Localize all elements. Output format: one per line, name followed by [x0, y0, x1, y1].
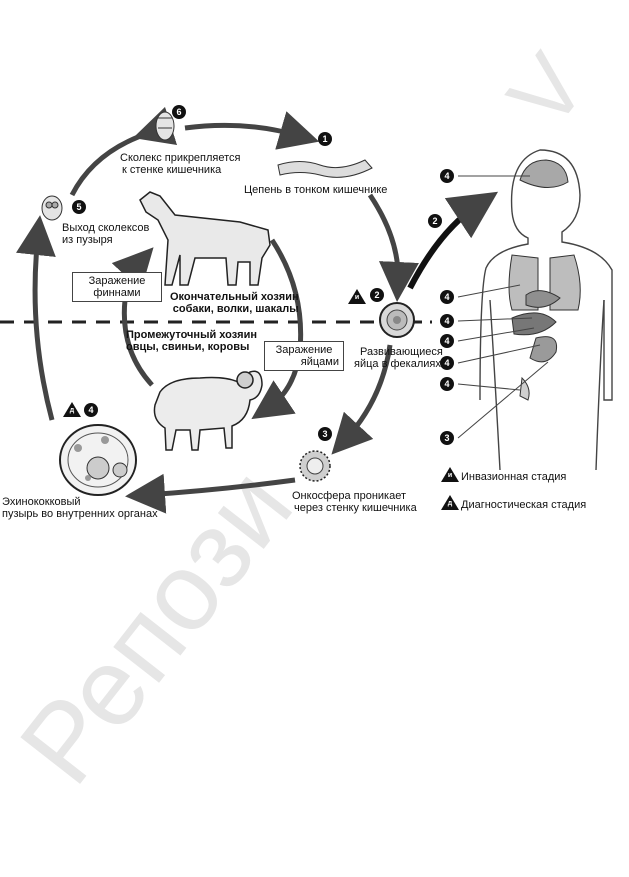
organ-badge-bone: 4 — [440, 377, 454, 391]
tapeworm-illustration — [278, 160, 372, 177]
organ-badge-lung: 4 — [440, 290, 454, 304]
stage-1-badge: 1 — [318, 132, 332, 146]
human-body-illustration — [480, 150, 612, 470]
arrow-3-to-4 — [145, 480, 295, 495]
arrow-6-to-1 — [185, 125, 300, 136]
liver-organ — [512, 313, 556, 335]
stage-4-badge: 4 — [84, 403, 98, 417]
egg-illustration — [380, 303, 414, 337]
arrow-to-human — [410, 205, 478, 288]
invasive-stage-marker: и — [348, 289, 366, 304]
arrow-inner-right — [268, 240, 301, 408]
diagnostic-stage-marker: д — [63, 402, 81, 417]
hydatid-cyst-illustration — [60, 425, 136, 495]
oncosphere-illustration — [300, 451, 330, 481]
stage-1-label: Цепень в тонком кишечнике — [244, 184, 387, 196]
sheep-illustration — [154, 371, 262, 450]
stage-2-badge: 2 — [370, 288, 384, 302]
brain-organ — [520, 160, 568, 188]
legend-invasive-marker: и — [441, 467, 459, 482]
stage-6-badge: 6 — [172, 105, 186, 119]
human-route-badge: 2 — [428, 214, 442, 228]
protoscolex-illustration — [42, 196, 62, 220]
human-entry-badge: 3 — [440, 431, 454, 445]
stage-5-badge: 5 — [72, 200, 86, 214]
organ-badge-brain: 4 — [440, 169, 454, 183]
arrow-4-to-5 — [35, 235, 52, 420]
stage-3-badge: 3 — [318, 427, 332, 441]
human-organs — [509, 160, 580, 400]
arrow-1-to-2 — [370, 195, 398, 282]
organ-badge-liver: 4 — [440, 314, 454, 328]
legend-invasive-text: Инвазионная стадия — [461, 471, 566, 483]
legend-diagnostic-text: Диагностическая стадия — [461, 499, 586, 511]
intestine-organ — [530, 337, 557, 362]
legend-diagnostic-marker: д — [441, 495, 459, 510]
